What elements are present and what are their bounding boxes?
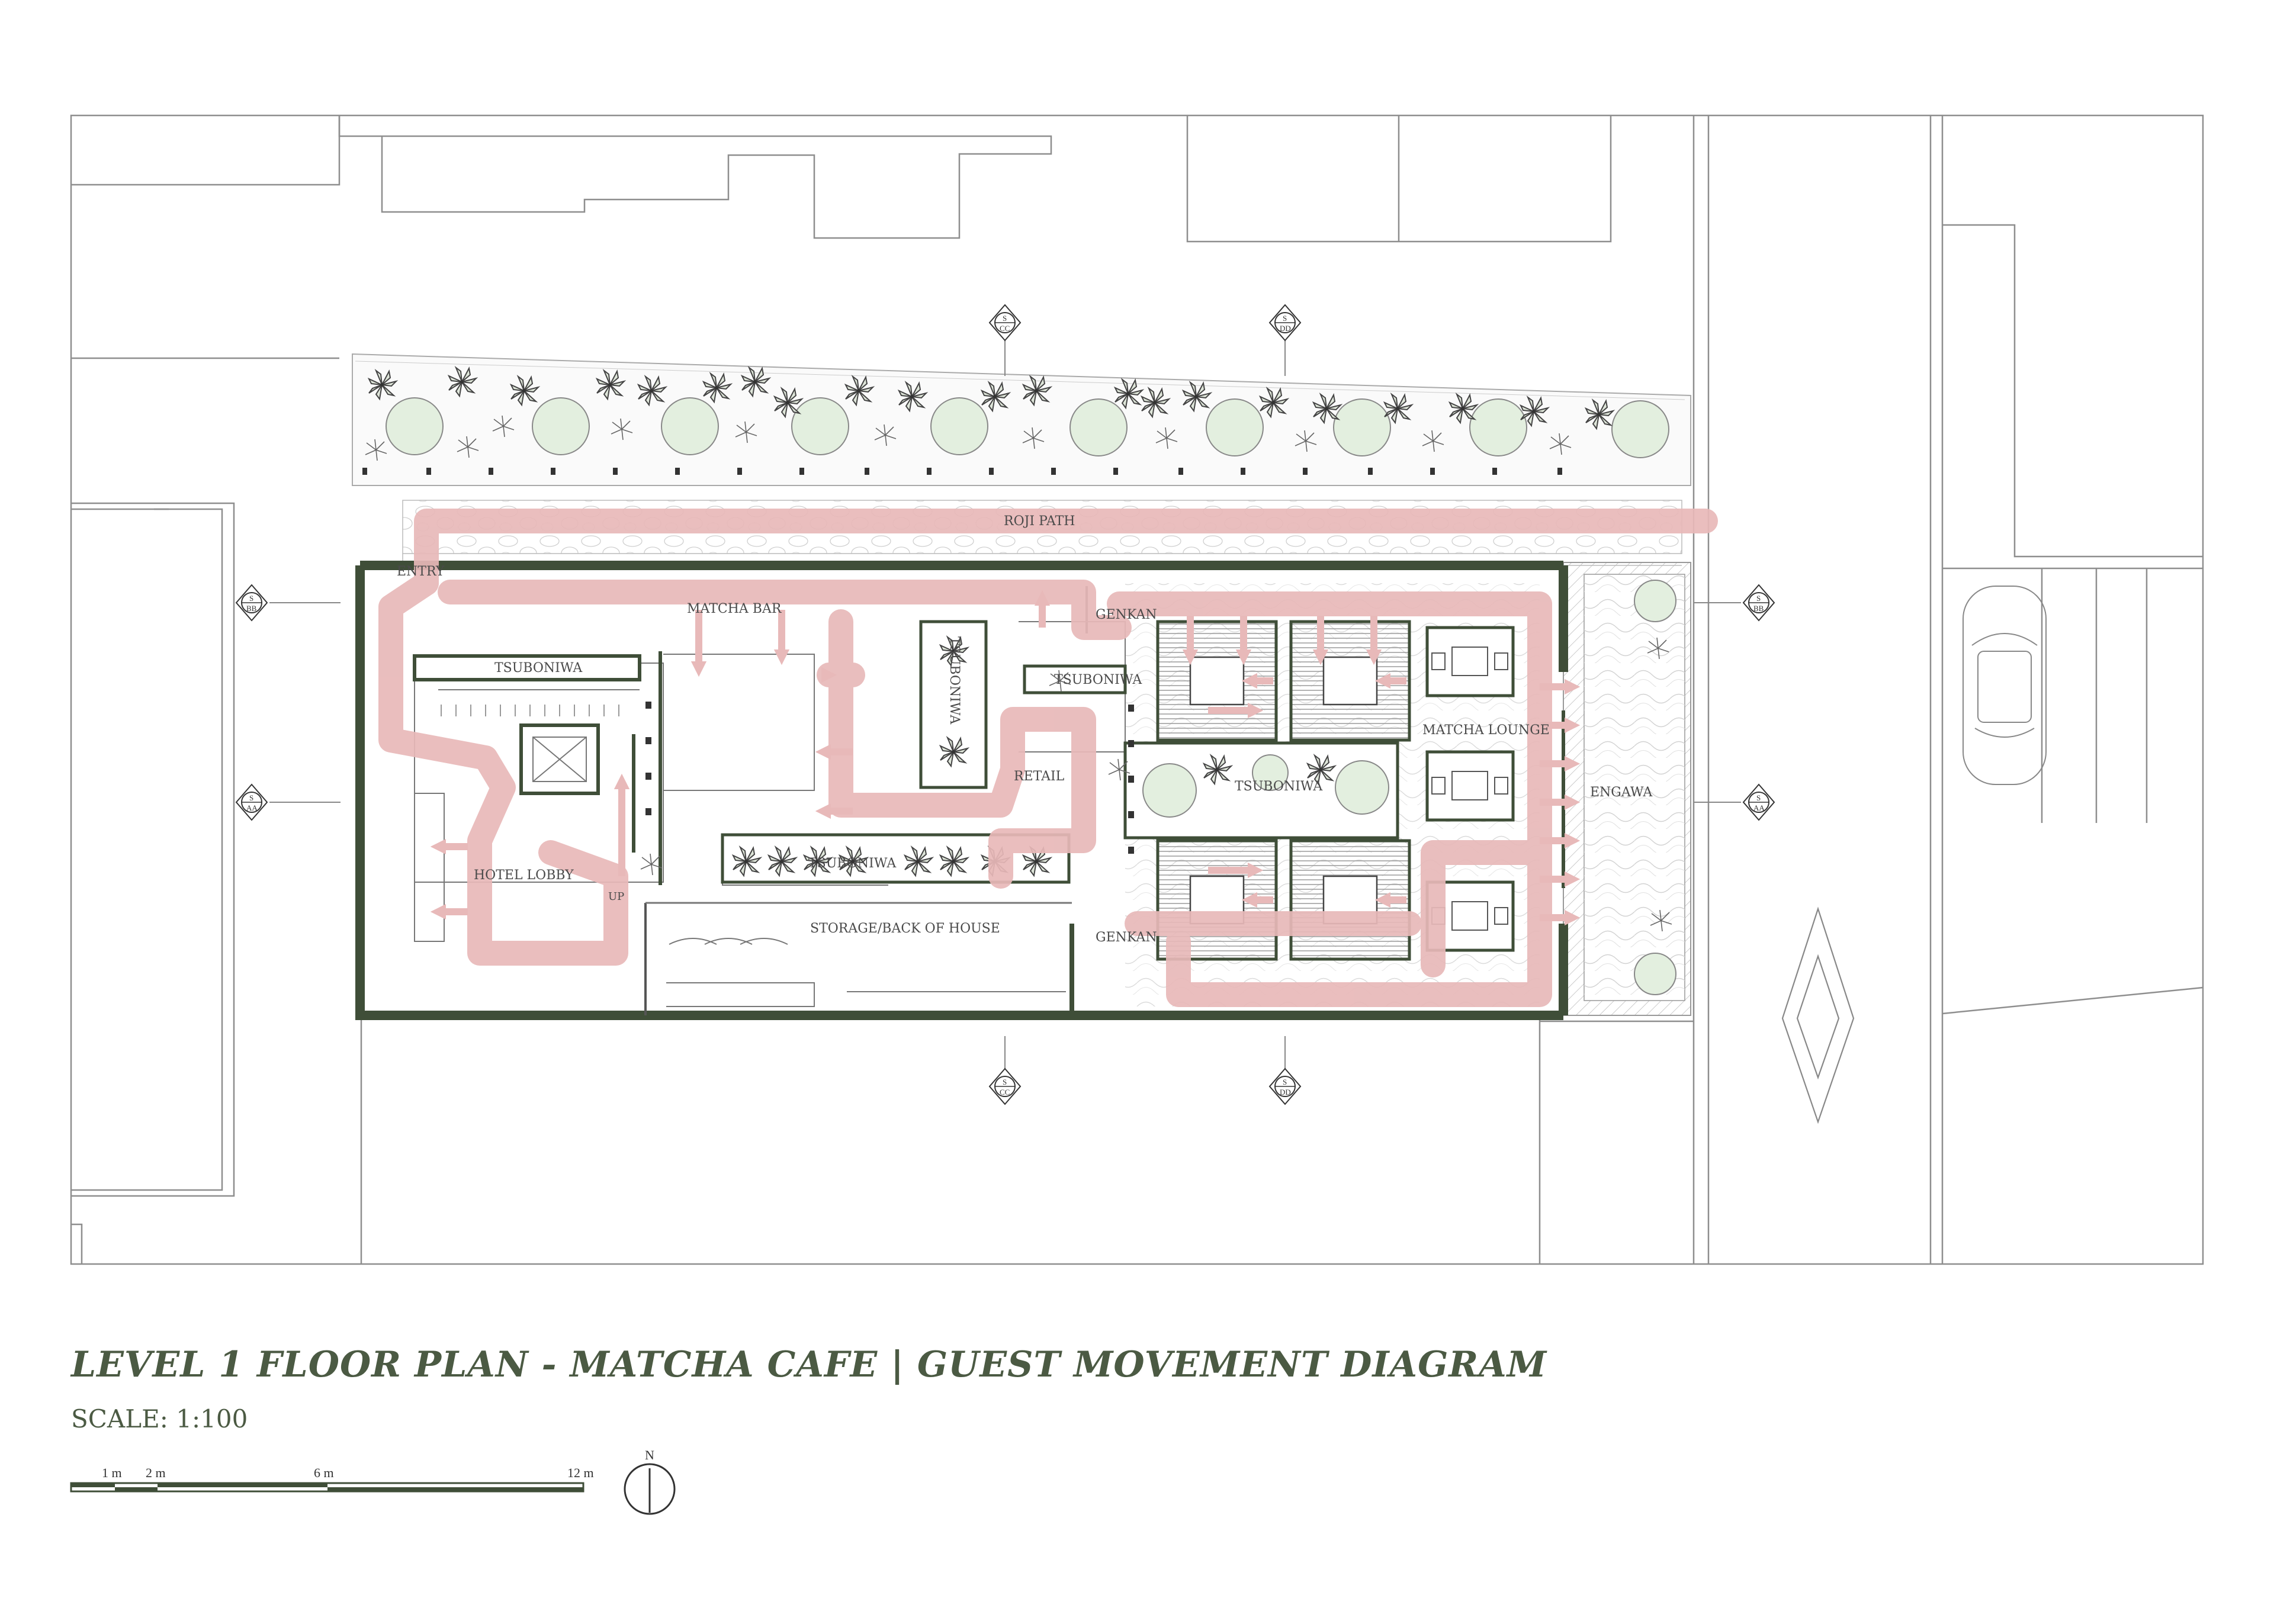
svg-text:CC: CC bbox=[1000, 324, 1010, 333]
parked-car-icon bbox=[1963, 586, 2047, 785]
section-marker-aa-left: S AA bbox=[235, 783, 341, 821]
label-engawa: ENGAWA bbox=[1590, 785, 1653, 800]
svg-text:S: S bbox=[249, 594, 253, 603]
label-retail: RETAIL bbox=[1014, 769, 1065, 784]
svg-text:N: N bbox=[645, 1448, 654, 1462]
svg-text:AA: AA bbox=[1753, 803, 1765, 812]
label-tsuboniwa-5: TSUBONIWA bbox=[808, 856, 897, 871]
svg-text:AA: AA bbox=[246, 803, 258, 812]
label-storage: STORAGE/BACK OF HOUSE bbox=[810, 921, 1000, 936]
tree-row bbox=[386, 397, 1669, 458]
section-marker-aa-right: S AA bbox=[1694, 783, 1775, 821]
svg-text:DD: DD bbox=[1280, 1088, 1291, 1096]
label-tsuboniwa-4: TSUBONIWA bbox=[1235, 779, 1323, 794]
section-marker-cc-bottom: S CC bbox=[988, 1036, 1022, 1105]
room-labels: ROJI PATH ENTRY MATCHA BAR TSUBONIWA TSU… bbox=[397, 514, 1653, 945]
label-genkan-1: GENKAN bbox=[1096, 607, 1157, 622]
svg-text:DD: DD bbox=[1280, 324, 1291, 333]
north-arrow-icon: N bbox=[624, 1448, 676, 1515]
scale-bar: 1 m 2 m 6 m 12 m bbox=[70, 1465, 594, 1493]
title-block: LEVEL 1 FLOOR PLAN - MATCHA CAFE | GUEST… bbox=[71, 1344, 1547, 1433]
svg-text:BB: BB bbox=[246, 604, 257, 613]
label-tsuboniwa-1: TSUBONIWA bbox=[494, 661, 583, 676]
svg-text:S: S bbox=[1283, 314, 1287, 323]
svg-text:S: S bbox=[1003, 314, 1007, 323]
label-roji-path: ROJI PATH bbox=[1004, 514, 1075, 529]
garden-lights bbox=[362, 468, 1562, 475]
svg-text:BB: BB bbox=[1753, 604, 1764, 613]
svg-text:S: S bbox=[1283, 1078, 1287, 1086]
garden-strip bbox=[352, 353, 1691, 486]
label-matcha-bar: MATCHA BAR bbox=[687, 602, 782, 616]
movement-arrows bbox=[430, 590, 1581, 926]
label-tsuboniwa-3: TSUBONIWA bbox=[1054, 673, 1142, 687]
label-up: UP bbox=[608, 890, 624, 903]
svg-text:S: S bbox=[1756, 793, 1761, 802]
label-matcha-lounge: MATCHA LOUNGE bbox=[1422, 723, 1550, 738]
scale-label-1m: 1 m bbox=[102, 1465, 122, 1480]
section-marker-bb-left: S BB bbox=[235, 584, 341, 622]
guest-movement-paths bbox=[378, 509, 1718, 1007]
section-marker-dd-top: S DD bbox=[1268, 304, 1302, 376]
scale-label-2m: 2 m bbox=[146, 1465, 166, 1480]
label-genkan-2: GENKAN bbox=[1096, 930, 1157, 945]
label-entry: ENTRY bbox=[397, 564, 445, 579]
svg-text:S: S bbox=[1756, 594, 1761, 603]
scale-label-6m: 6 m bbox=[314, 1465, 334, 1480]
label-hotel-lobby: HOTEL LOBBY bbox=[474, 868, 574, 883]
svg-text:S: S bbox=[1003, 1078, 1007, 1086]
label-tsuboniwa-2: TSUBONIWA bbox=[947, 636, 962, 725]
scale-label-12m: 12 m bbox=[567, 1465, 594, 1480]
svg-text:S: S bbox=[249, 793, 253, 802]
road-marking bbox=[1781, 906, 1855, 1124]
tsuboniwa-courtyards bbox=[413, 620, 1399, 884]
page-title: LEVEL 1 FLOOR PLAN - MATCHA CAFE | GUEST… bbox=[71, 1344, 1547, 1385]
section-marker-dd-bottom: S DD bbox=[1268, 1036, 1302, 1105]
section-marker-bb-right: S BB bbox=[1694, 584, 1775, 622]
svg-text:CC: CC bbox=[1000, 1088, 1010, 1096]
section-markers: S CC S DD S BB S AA bbox=[235, 304, 1775, 1105]
site-context bbox=[70, 114, 2204, 1265]
section-marker-cc-top: S CC bbox=[988, 304, 1022, 376]
building-walls bbox=[355, 561, 1568, 1020]
scale-text: SCALE: 1:100 bbox=[71, 1404, 248, 1433]
